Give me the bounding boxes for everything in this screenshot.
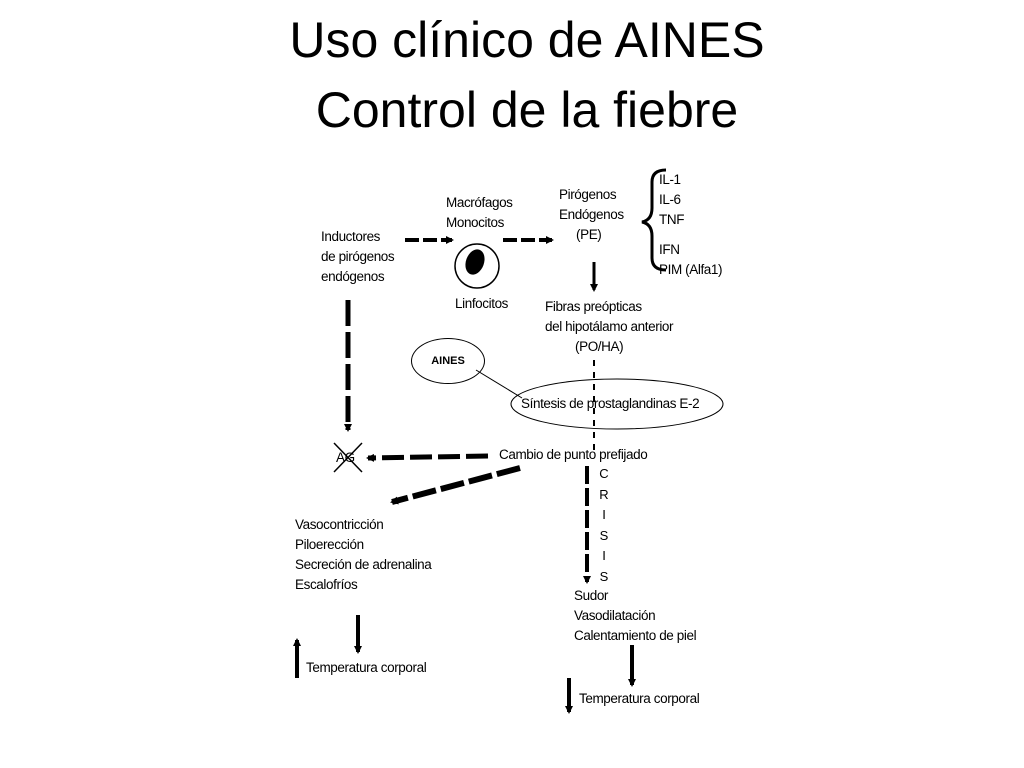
slide-title-line1: Uso clínico de AINES xyxy=(289,12,765,68)
arrow-cambio-to-left-effects xyxy=(390,465,521,505)
sintesis-label: Síntesis de prostaglandinas E-2 xyxy=(521,396,700,411)
right-effects-list: Sudor Vasodilatación Calentamiento de pi… xyxy=(574,588,697,643)
pe-item-ifn: IFN xyxy=(659,242,680,257)
left-effects-list: Vasocontricción Piloerección Secreción d… xyxy=(295,517,432,592)
temperature-left-label: Temperatura corporal xyxy=(306,660,427,675)
temperature-right-label: Temperatura corporal xyxy=(579,691,700,706)
linfocitos-label: Linfocitos xyxy=(455,296,509,311)
pe-list: IL-1 IL-6 TNF IFN PIM (Alfa1) xyxy=(659,170,723,280)
macrofagos-label: Macrófagos Monocitos xyxy=(446,195,513,230)
inductores-label: Inductores de pirógenos endógenos xyxy=(321,229,395,284)
cambio-label: Cambio de punto prefijado xyxy=(499,447,648,462)
slide-title-line2: Control de la fiebre xyxy=(315,82,739,138)
ag-label: AG xyxy=(336,450,355,465)
pe-item-pim: PIM (Alfa1) xyxy=(659,262,723,277)
arrow-cambio-to-ag xyxy=(366,453,489,462)
ag-cross-line-2 xyxy=(333,442,363,473)
fibras-label: Fibras preópticas del hipotálamo anterio… xyxy=(545,299,674,354)
aines-badge: AINES xyxy=(411,338,485,384)
pe-item-tnf: TNF xyxy=(659,212,685,227)
pe-list-brace xyxy=(641,168,667,272)
aines-connector-line xyxy=(475,369,523,399)
pe-item-il6: IL-6 xyxy=(659,192,681,207)
pirogenos-label: Pirógenos Endógenos (PE) xyxy=(559,187,624,242)
crisis-label: C R I S I S xyxy=(599,466,609,584)
sintesis-ellipse xyxy=(510,378,724,430)
pe-item-il1: IL-1 xyxy=(659,172,681,187)
monocyte-nucleus xyxy=(465,249,485,275)
